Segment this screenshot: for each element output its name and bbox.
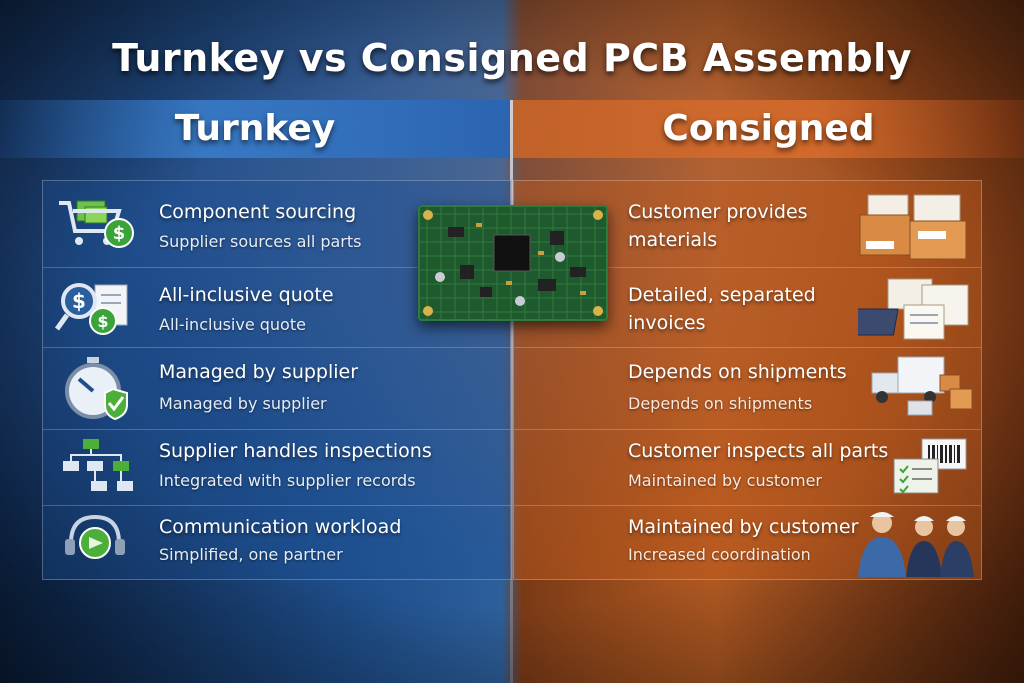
- consigned-row: Maintained by customer Increased coordin…: [514, 505, 981, 579]
- magnifier-dollar-icon: $ $: [55, 283, 128, 335]
- row-title: Customer provides: [628, 201, 808, 223]
- row-title-line2: invoices: [628, 312, 706, 334]
- consigned-heading: Consigned: [513, 100, 1024, 158]
- row-detail: Depends on shipments: [628, 394, 813, 413]
- invoices-icon: [858, 278, 969, 340]
- svg-text:$: $: [72, 289, 86, 313]
- row-detail: Simplified, one partner: [159, 545, 343, 564]
- turnkey-row: Supplier handles inspections Integrated …: [43, 429, 511, 506]
- team-meeting-icon: [858, 512, 974, 577]
- headset-icon: [65, 514, 125, 559]
- barcode-checklist-icon: [893, 438, 967, 494]
- row-title: All-inclusive quote: [159, 284, 334, 306]
- column-divider: [510, 100, 513, 683]
- stopwatch-shield-icon: [65, 357, 128, 421]
- turnkey-row: $ $ All-inclusive quote All-inclusive qu…: [43, 267, 511, 348]
- pcb-board-image: [418, 205, 608, 321]
- row-title: Component sourcing: [159, 201, 357, 223]
- boxes-icon: [859, 194, 967, 260]
- turnkey-row: Managed by supplier Managed by supplier: [43, 347, 511, 430]
- circuit-board-icon: [420, 207, 606, 319]
- shopping-cart-dollar-icon: $: [59, 200, 134, 248]
- row-detail: Increased coordination: [628, 545, 811, 564]
- turnkey-heading: Turnkey: [0, 100, 510, 158]
- row-detail: All-inclusive quote: [159, 315, 306, 334]
- row-title: Supplier handles inspections: [159, 440, 432, 462]
- row-title: Communication workload: [159, 516, 402, 538]
- row-detail: Supplier sources all parts: [159, 232, 362, 251]
- consigned-row: Depends on shipments Depends on shipment…: [514, 347, 981, 430]
- svg-text:$: $: [113, 223, 126, 244]
- turnkey-row: $ Component sourcing Supplier sources al…: [43, 181, 511, 268]
- svg-text:$: $: [97, 312, 108, 331]
- page-title: Turnkey vs Consigned PCB Assembly: [112, 36, 912, 80]
- row-detail: Integrated with supplier records: [159, 471, 416, 490]
- consigned-row: Detailed, separated invoices: [514, 267, 981, 348]
- row-title: Detailed, separated: [628, 284, 816, 306]
- row-title: Managed by supplier: [159, 361, 359, 383]
- consigned-panel: Customer provides materials Detailed, se…: [513, 180, 982, 580]
- row-detail: Managed by supplier: [159, 394, 327, 413]
- turnkey-row: Communication workload Simplified, one p…: [43, 505, 511, 579]
- row-title: Maintained by customer: [628, 516, 859, 538]
- row-title: Customer inspects all parts: [628, 440, 889, 462]
- consigned-row: Customer provides materials: [514, 181, 981, 268]
- consigned-row: Customer inspects all parts Maintained b…: [514, 429, 981, 506]
- flowchart-icon: [63, 439, 133, 491]
- delivery-truck-icon: [871, 356, 973, 416]
- row-detail: Maintained by customer: [628, 471, 822, 490]
- row-title: Depends on shipments: [628, 361, 847, 383]
- row-title-line2: materials: [628, 229, 718, 251]
